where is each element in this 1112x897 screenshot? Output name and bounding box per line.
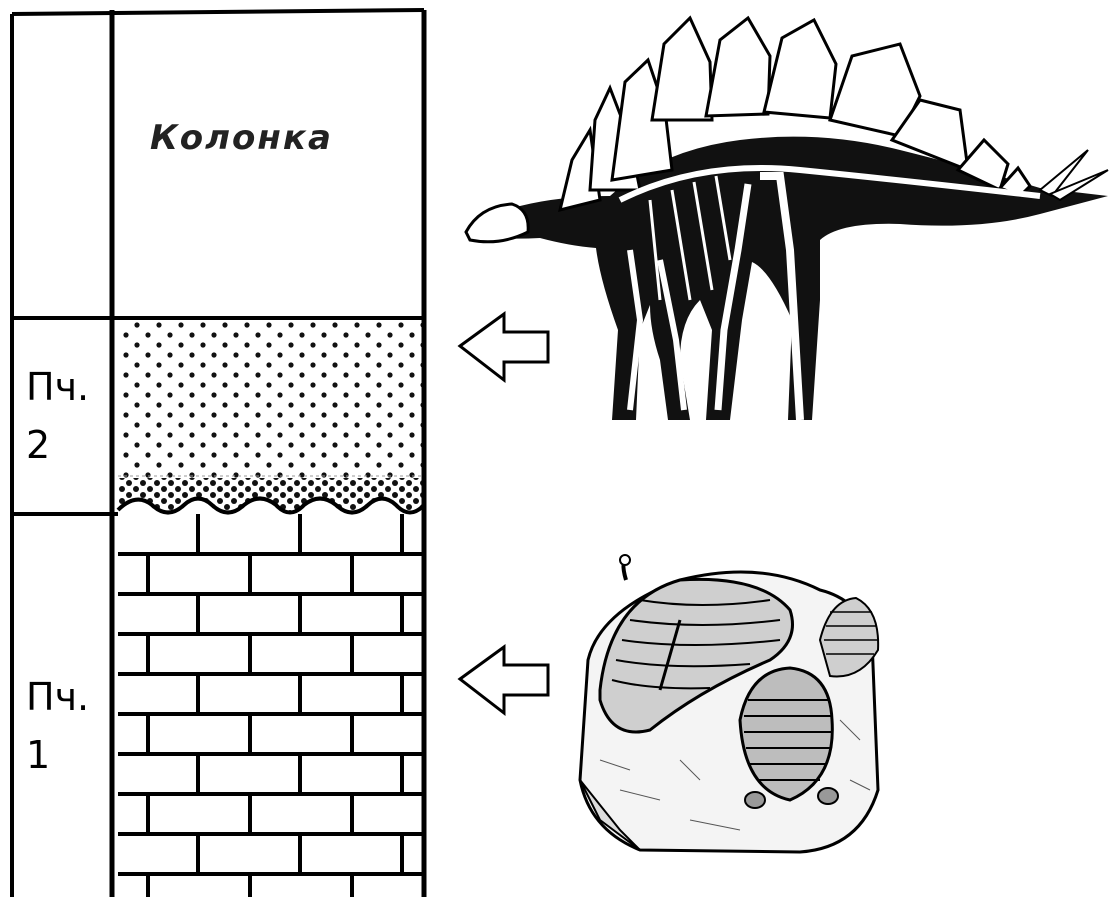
stegosaurus-icon xyxy=(466,18,1108,420)
sand-layer-base xyxy=(118,478,424,513)
arrow-left-icon xyxy=(460,314,548,380)
arrow-left-icon xyxy=(460,647,548,713)
column-title: Колонка xyxy=(150,118,333,158)
trilobite-icon xyxy=(580,555,878,852)
limestone-layer xyxy=(118,514,424,897)
layer-label-2: Пч. 2 xyxy=(26,358,89,474)
sand-layer xyxy=(118,320,424,480)
layer-label-1: Пч. 1 xyxy=(26,668,89,784)
